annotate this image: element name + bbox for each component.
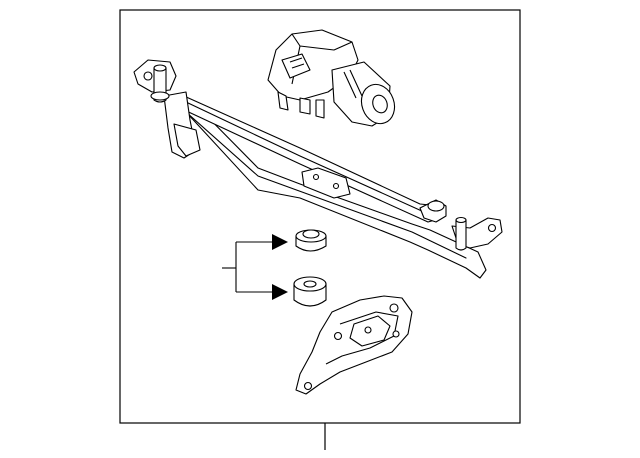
wiper-linkage [133, 59, 503, 279]
motor-connector-slot [289, 57, 305, 69]
right-ear-hole [487, 223, 497, 233]
arrow-lower [272, 284, 288, 300]
rod-plate-hole-1 [312, 173, 320, 181]
wiper-motor [267, 29, 396, 127]
motor-foot-2 [299, 97, 311, 115]
motor-crank-ball [427, 200, 445, 212]
right-pivot-shaft [455, 219, 467, 251]
linkage-main-bar [174, 95, 487, 279]
grommet-upper [295, 229, 327, 252]
linkage-main-bar-edge [185, 111, 467, 259]
bushing-callout [222, 241, 276, 293]
grommet-lower-hole [303, 280, 317, 288]
motor-foot-3 [315, 99, 325, 119]
bracket-hole-3 [392, 330, 400, 338]
grommet-upper-top [302, 229, 320, 239]
motor-foot-1 [277, 91, 289, 111]
motor-can-center [372, 94, 388, 114]
left-shaft-collar [150, 91, 170, 101]
mounting-bracket [295, 295, 413, 395]
bracket-hole-5 [364, 326, 372, 334]
motor-connector [281, 53, 311, 79]
rod-plate-hole-2 [332, 182, 340, 190]
arrow-upper [272, 234, 288, 250]
left-crank-arm [173, 123, 201, 157]
grommet-lower [293, 276, 327, 307]
left-shaft-top [153, 64, 167, 72]
bracket-hole-1 [389, 303, 399, 313]
bracket-hole-4 [303, 381, 313, 391]
right-shaft-top [455, 216, 467, 224]
linkage-connecting-rod-edge [185, 101, 425, 213]
motor-can-ribs [343, 69, 363, 99]
bracket-hole-2 [333, 331, 343, 341]
left-ear-hole [143, 71, 153, 81]
